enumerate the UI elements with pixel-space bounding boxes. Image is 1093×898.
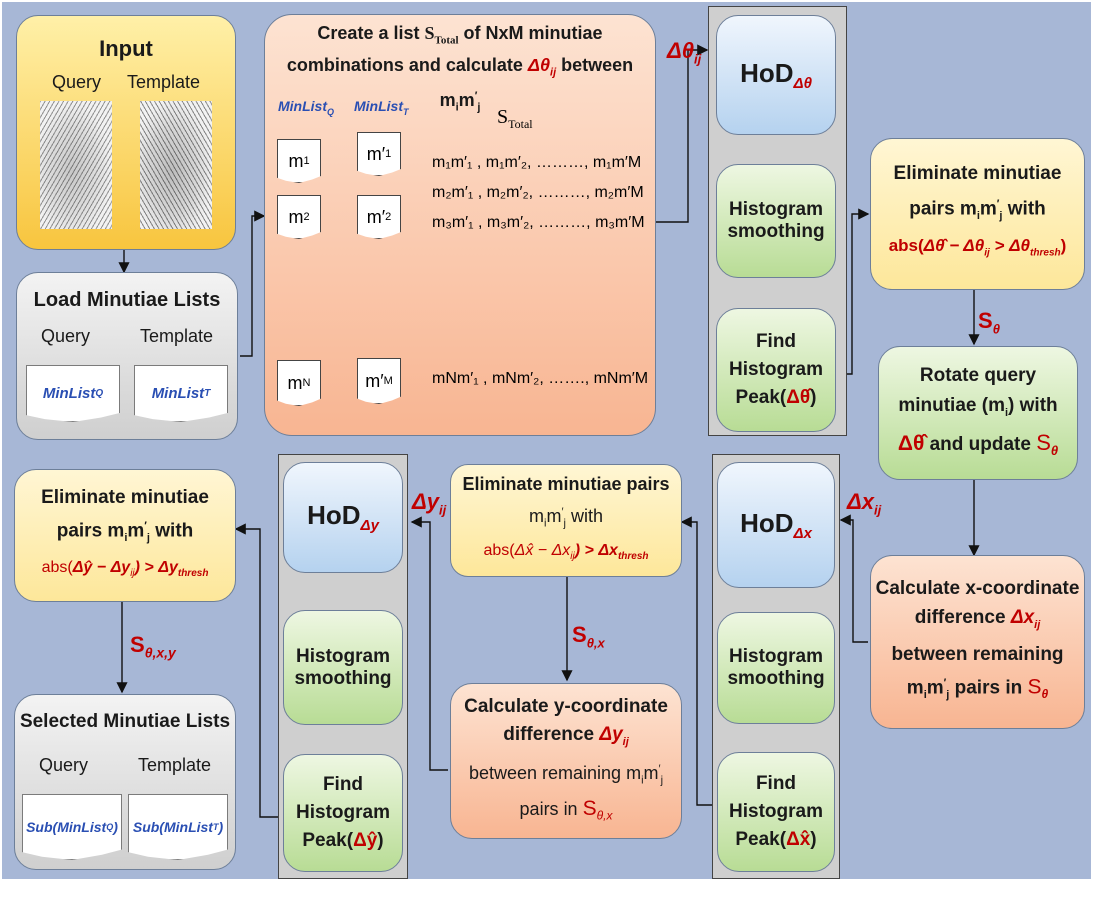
load-template-label: Template — [139, 326, 214, 346]
edge-label-s-thx: Sθ,x — [572, 622, 605, 651]
template-fingerprint-image — [140, 101, 212, 229]
stotal-row: m₃m′₁ , m₃m′₂, ………, m₃m′M — [432, 214, 645, 231]
hod-y-box: HoDΔy — [283, 462, 403, 573]
input-box: Input Query Template — [16, 15, 236, 250]
arrow-find-to-elimtheta — [842, 208, 870, 375]
stotal-row: m₂m′₁ , m₂m′₂, ………, m₂m′M — [432, 184, 644, 201]
eliminate-y-box: Eliminate minutiae pairs mim′j with abs(… — [14, 469, 236, 602]
input-title: Input — [99, 36, 153, 61]
arrow-create-to-hodtheta — [656, 44, 709, 223]
calc-y-box: Calculate y-coordinate difference Δyij b… — [450, 683, 682, 839]
col-minlist-q: MinListQ — [278, 98, 335, 117]
diagram-canvas: Input Query Template Load Minutiae Lists… — [2, 2, 1091, 879]
rotate-box: Rotate query minutiae (mi) with Δθ̂ and … — [878, 346, 1078, 480]
load-title: Load Minutiae Lists — [33, 289, 221, 311]
template-node-mM: m′M — [357, 358, 401, 404]
input-query-label: Query — [51, 72, 101, 92]
stotal-rows: m₁m′₁ , m₁m′₂, ………, m₁m′M m₂m′₁ , m₂m′₂,… — [432, 148, 645, 238]
hod-theta-smoothing-box: Histogram smoothing — [716, 164, 836, 278]
hod-theta-sub: Δθ — [793, 75, 812, 93]
eliminate-x-box: Eliminate minutiae pairs mim′j with abs(… — [450, 464, 682, 577]
create-title: Create a list STotal of NxM minutiae com… — [286, 23, 634, 114]
hod-x-smoothing-box: Histogram smoothing — [717, 612, 835, 724]
stotal-row: m₁m′₁ , m₁m′₂, ………, m₁m′M — [432, 154, 642, 171]
template-node-m1: m′1 — [357, 132, 401, 176]
stotal-row: mNm′₁ , mNm′₂, ……., mNm′M — [432, 370, 649, 387]
template-node-m2: m′2 — [357, 195, 401, 239]
arrow-calcx-to-hodx — [839, 514, 868, 643]
edge-label-dx: Δxij — [847, 489, 882, 518]
edge-label-s-theta: Sθ — [978, 308, 1000, 337]
hod-theta-box: HoDΔθ — [716, 15, 836, 135]
smoothing-label: Histogram smoothing — [727, 199, 825, 242]
calc-x-box: Calculate x-coordinate difference Δxij b… — [870, 555, 1085, 729]
arrow-findy-to-elimy — [234, 523, 278, 818]
arrow-findx-to-elimx — [680, 516, 712, 806]
query-fingerprint-image — [40, 101, 112, 229]
edge-label-dy: Δyij — [412, 489, 447, 518]
input-template-label: Template — [126, 72, 201, 92]
col-minlist-t: MinListT — [354, 98, 409, 117]
arrow-load-to-create — [240, 210, 266, 357]
hod-x-box: HoDΔx — [717, 462, 835, 588]
stotal-label: STotal — [497, 106, 533, 131]
peak-theta: Δθ̂ — [786, 387, 811, 408]
arrow-calcy-to-hody — [410, 516, 448, 771]
hod-y-smoothing-box: Histogram smoothing — [283, 610, 403, 725]
load-query-label: Query — [40, 326, 90, 346]
hod-theta-label: HoD — [740, 57, 794, 88]
eliminate-theta-box: Eliminate minutiae pairs mim′j with abs(… — [870, 138, 1085, 290]
create-list-box: Create a list STotal of NxM minutiae com… — [264, 14, 656, 436]
edge-label-dtheta: Δθij — [667, 38, 702, 67]
edge-label-s-thxy: Sθ,x,y — [130, 632, 176, 661]
